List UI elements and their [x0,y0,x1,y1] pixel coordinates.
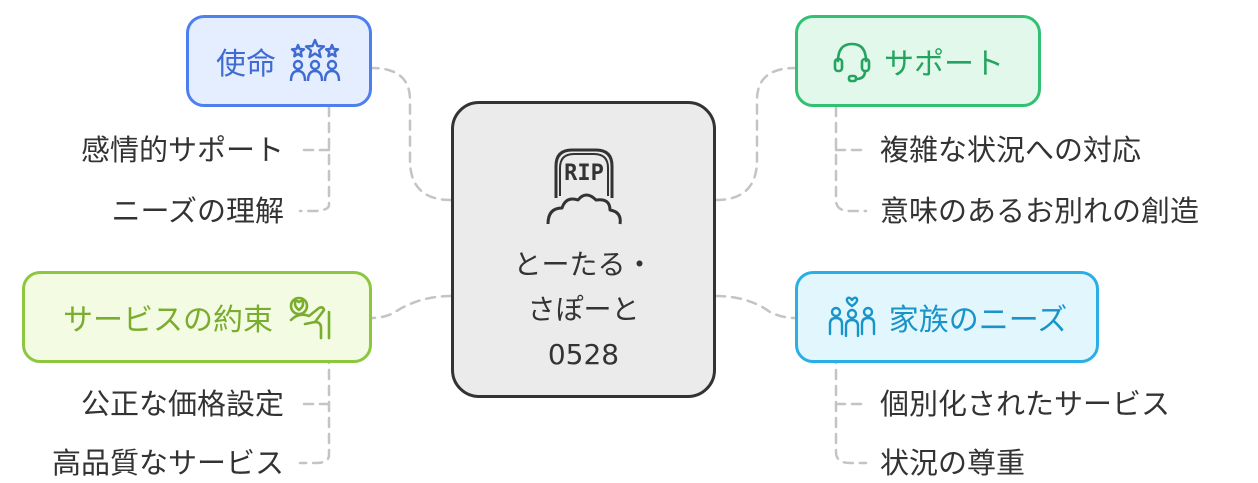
promise-node: サービスの約束 [22,271,372,363]
center-label-line3: 0528 [547,338,620,371]
center-label-line1: とーたる・ [513,248,654,281]
support-node: サポート [795,15,1041,107]
promise-label: サービスの約束 [63,303,273,338]
support-label: サポート [884,47,1004,82]
rip-text: RIP [564,161,604,186]
support-leaf-2: 意味のあるお別れの創造 [880,194,1200,228]
stars-people-icon [288,37,342,85]
support-leaf-1: 複雑な状況への対応 [880,133,1142,167]
family-leaf-2: 状況の尊重 [880,446,1026,480]
hand-heart-icon [285,294,331,340]
center-label-line2: さぽーと [527,293,640,326]
promise-leaf-1: 公正な価格設定 [80,387,284,421]
mission-node: 使命 [186,15,372,107]
family-leaf-1: 個別化されたサービス [880,387,1171,421]
mission-label: 使命 [216,47,276,82]
mission-leaf-1: 感情的サポート [80,133,284,167]
promise-leaf-2: 高品質なサービス [51,446,284,480]
family-icon [827,294,877,340]
family-node: 家族のニーズ [795,271,1099,363]
tombstone-rip-icon: RIP [544,146,624,232]
headset-icon [832,39,872,83]
center-label: とーたる・ さぽーと 0528 [513,242,653,377]
mission-leaf-2: ニーズの理解 [111,194,284,228]
family-label: 家族のニーズ [888,303,1068,338]
center-node: RIP とーたる・ さぽーと 0528 [451,101,716,398]
